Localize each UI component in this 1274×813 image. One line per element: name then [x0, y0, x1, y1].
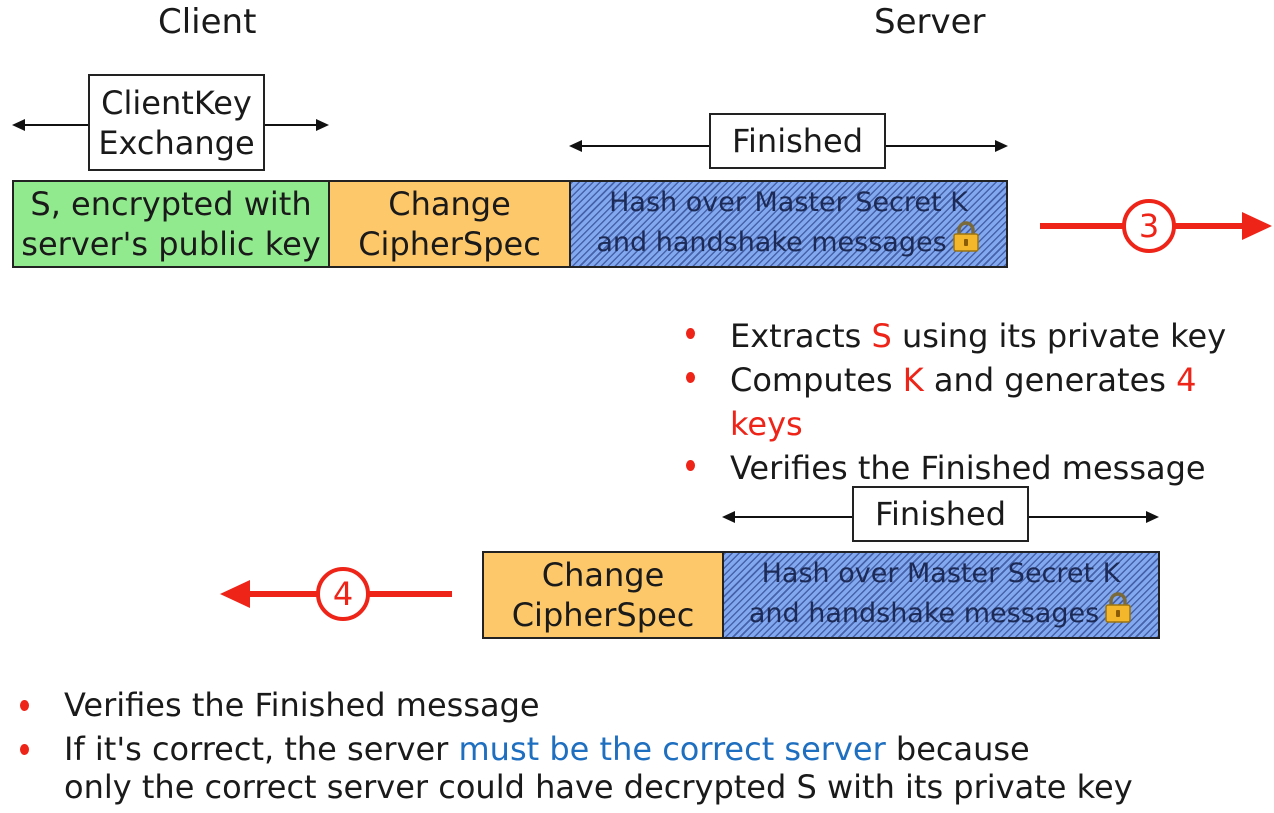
server-action-item: Verifies the Finished message — [680, 446, 1274, 490]
step3-number: 3 — [1122, 199, 1176, 253]
change-cipher-spec-box-step3: Change CipherSpec — [328, 180, 571, 268]
step4-number: 4 — [316, 567, 370, 621]
finished-label-step3: Finished — [709, 113, 886, 169]
change-cipher-spec-box-step4: Change CipherSpec — [482, 551, 724, 639]
server-heading: Server — [874, 2, 986, 42]
server-actions-list: Extracts S using its private key Compute… — [680, 314, 1274, 490]
encrypted-secret-box: S, encrypted with server's public key — [12, 180, 330, 268]
client-actions-list: Verifies the Finished message If it's co… — [14, 686, 1133, 806]
client-action-item: If it's correct, the server must be the … — [14, 730, 1133, 806]
server-action-item: Extracts S using its private key — [680, 314, 1274, 358]
client-action-item: Verifies the Finished message — [14, 686, 1133, 724]
client-key-exchange-label: ClientKey Exchange — [88, 74, 265, 171]
client-heading: Client — [158, 2, 257, 42]
hash-box-step4: Hash over Master Secret K and handshake … — [722, 551, 1160, 639]
lock-icon — [1103, 592, 1133, 634]
finished-label-step4: Finished — [852, 486, 1029, 542]
server-action-item: Computes K and generates 4 keys — [680, 358, 1274, 446]
lock-icon — [951, 221, 981, 263]
hash-box-step3: Hash over Master Secret K and handshake … — [569, 180, 1008, 268]
